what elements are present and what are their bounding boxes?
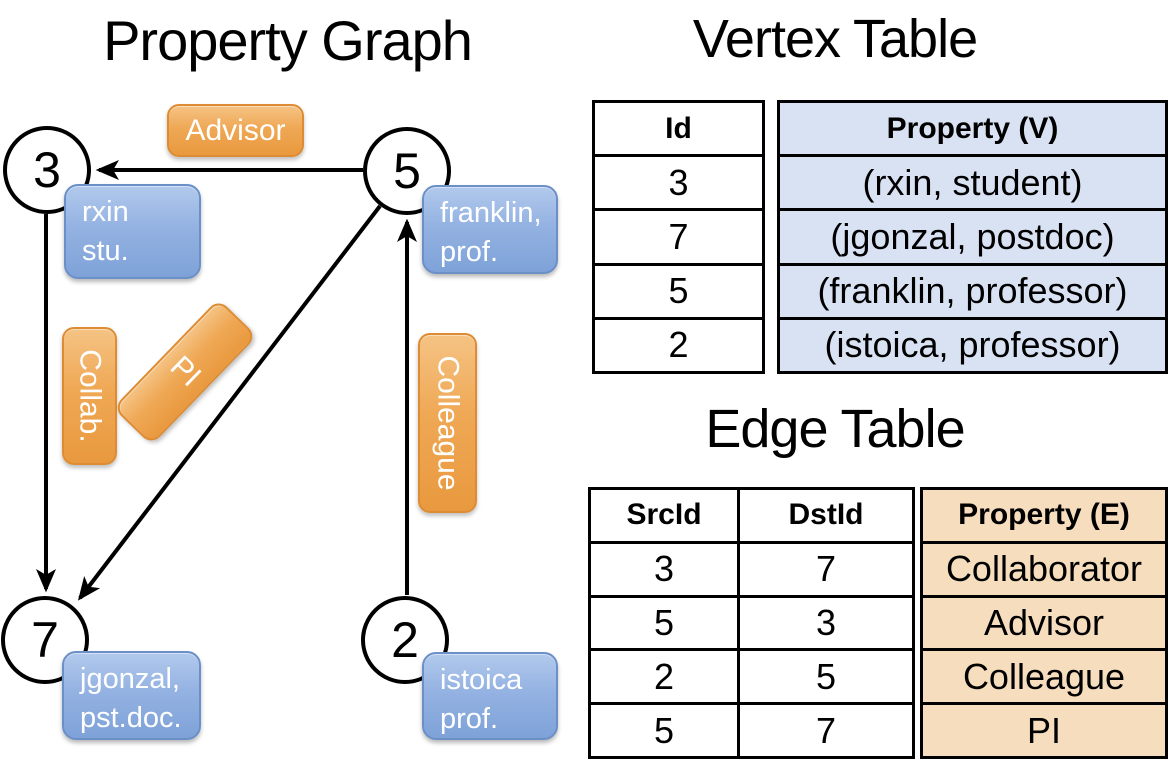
vertex-property-line: franklin, (440, 197, 542, 229)
edge-table-dst-cell: 3 (815, 601, 837, 643)
edge-table-row: 2 5 (591, 648, 912, 703)
graph-edges-arrows (36, 160, 417, 601)
edge-table-header-dstid: DstId (788, 498, 864, 532)
edge-table-row: 5 3 (591, 594, 912, 649)
node-id-label: 7 (31, 612, 59, 668)
edge-label-text: PI (163, 349, 208, 394)
edge-table-ids-columns: SrcId DstId 3 7 5 3 2 5 5 7 (588, 487, 915, 759)
vertex-table-property-cell: (istoica, professor) (780, 316, 1165, 371)
vertex-property-line: prof. (440, 703, 499, 736)
vertex-table-property-column: Property (V) (rxin, student) (jgonzal, p… (777, 100, 1168, 374)
vertex-table-id-cell: 3 (595, 154, 762, 208)
edge-table-src-cell: 5 (591, 705, 740, 756)
vertex-table-id-cell: 5 (595, 262, 762, 317)
node-id-label: 3 (33, 142, 61, 198)
edge-table-src-cell: 2 (591, 651, 740, 703)
edge-label-colleague: Colleague (418, 333, 477, 513)
vertex-property-line: jgonzal, (80, 663, 180, 695)
edge-table-dst-cell: 5 (815, 655, 837, 697)
graph-node-5: 5 (363, 127, 451, 215)
edge-table-dst-cell: 7 (815, 709, 837, 751)
edge-table-header-row: SrcId DstId (591, 490, 912, 541)
vertex-table-property-cell: (franklin, professor) (780, 262, 1165, 317)
edge-table-property-cell: Collaborator (923, 540, 1165, 595)
edge-table-header-property: Property (E) (958, 498, 1130, 532)
vertex-table-id-cell: 2 (595, 316, 762, 371)
edge-label-text: Advisor (185, 113, 286, 147)
vertex-property-box-franklin: franklin, prof. (422, 185, 558, 274)
edge-table-property-cell: Advisor (923, 594, 1165, 649)
vertex-table-property-cell: (rxin, student) (780, 154, 1165, 208)
node-id-label: 5 (393, 143, 421, 199)
edge-label-advisor: Advisor (167, 104, 304, 157)
property-graph-title: Property Graph (103, 9, 473, 72)
edge-label-text: Collab. (73, 349, 107, 443)
vertex-table-id-column: Id 3 7 5 2 (592, 100, 765, 374)
vertex-table-property-cell: (jgonzal, postdoc) (780, 208, 1165, 262)
vertex-property-box-istoica: istoica prof. (422, 652, 558, 740)
edge-table-src-cell: 5 (591, 597, 740, 649)
edge-table-title: Edge Table (705, 399, 965, 459)
edge-table-src-cell: 3 (591, 543, 740, 595)
vertex-table-header-id: Id (665, 111, 692, 145)
edge-table-header-srcid: SrcId (591, 490, 740, 541)
edge-arrow-5-to-7 (77, 204, 382, 601)
vertex-property-box-jgonzal: jgonzal, pst.doc. (62, 651, 201, 740)
graph-node-2: 2 (361, 596, 449, 684)
vertex-property-line: pst.doc. (80, 702, 182, 735)
vertex-property-line: stu. (82, 235, 129, 268)
edge-table-row: 5 7 (591, 702, 912, 756)
vertex-table-header-property: Property (V) (886, 111, 1059, 145)
edge-label-collab: Collab. (62, 327, 117, 465)
edge-table-property-cell: PI (923, 702, 1165, 756)
vertex-property-line: istoica (440, 664, 523, 696)
edge-table-property-cell: Colleague (923, 648, 1165, 702)
vertex-table-id-cell: 7 (595, 208, 762, 262)
edge-label-text: Colleague (431, 355, 465, 491)
edge-table-dst-cell: 7 (815, 548, 837, 590)
edge-table-property-column: Property (E) Collaborator Advisor Collea… (920, 487, 1168, 759)
vertex-property-box-rxin: rxin stu. (64, 184, 201, 279)
edge-table-row: 3 7 (591, 540, 912, 595)
vertex-table-title: Vertex Table (692, 9, 978, 69)
node-id-label: 2 (391, 612, 419, 668)
vertex-property-line: rxin (82, 196, 129, 228)
vertex-property-line: prof. (440, 236, 499, 269)
